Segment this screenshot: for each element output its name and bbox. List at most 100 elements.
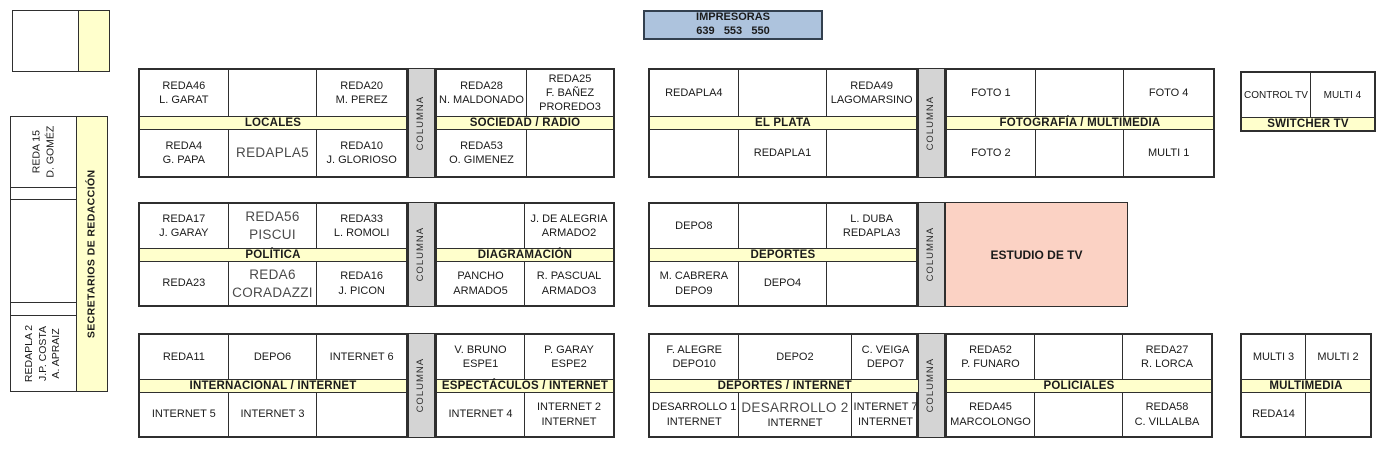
secretarios-desks: REDA 15 D. GOMÉZ REDAPLA 2 J.P. COSTA A.…: [11, 117, 76, 391]
desk-label: MULTI 4: [1323, 89, 1362, 101]
desk-label: INTERNET: [767, 417, 823, 430]
desk-label: REDA20: [340, 79, 384, 92]
desk-label: INTERNET: [858, 415, 913, 428]
desk-label: REDA33: [340, 212, 384, 225]
desk-label: REDA 15 D. GOMÉZ: [29, 126, 56, 178]
desk-label: C. VEIGA: [861, 343, 910, 356]
desk-label: M. PEREZ: [335, 94, 388, 106]
desk-cell: FOTO 1: [947, 70, 1036, 116]
desk-cell: FOTO 4: [1124, 70, 1213, 116]
desk-cell: REDAPLA 2 J.P. COSTA A. APRAIZ: [11, 315, 76, 391]
desk-cell: REDA14: [1242, 393, 1306, 436]
desk-label: REDAPLA3: [842, 227, 901, 239]
section-header: POLICIALES: [947, 379, 1211, 393]
desk-label: REDA16: [340, 270, 384, 283]
desk-label: REDA52: [969, 343, 1012, 356]
desk-label: REDA17: [162, 212, 206, 225]
columna-pillar: COLUMNA: [918, 202, 945, 307]
desk-label: INTERNET: [541, 415, 597, 428]
desk-label: DEPO7: [866, 358, 905, 370]
desk-label: INTERNET: [666, 415, 722, 428]
desk-cell: DEPO6: [229, 335, 318, 379]
section-header: MULTIMEDIA: [1242, 379, 1370, 393]
desk-label: REDA28: [460, 79, 503, 92]
desk-cell: [1035, 393, 1123, 436]
columna-pillar: COLUMNA: [408, 68, 435, 178]
desk-cell: MULTI 2: [1306, 335, 1370, 379]
corner-box-yellow-strip: [78, 11, 109, 71]
desk-label: DESARROLLO 1: [652, 401, 737, 414]
columna-label: COLUMNA: [415, 95, 427, 151]
desk-cell: MULTI 4: [1311, 73, 1374, 117]
desk-label: DEPO8: [675, 219, 713, 232]
desk-label: R. LORCA: [1141, 358, 1193, 370]
desk-label: INTERNET 7: [853, 401, 918, 414]
desk-label: REDA53: [460, 139, 503, 152]
desk-label: MULTI 3: [1252, 350, 1295, 363]
columna-pillar: COLUMNA: [918, 333, 945, 438]
desk-label: REDAPLA 2 J.P. COSTA A. APRAIZ: [23, 324, 63, 383]
desk-label: INTERNET 2: [537, 401, 601, 414]
desk-label: REDA49: [850, 79, 894, 92]
desk-label: INTERNET 3: [240, 408, 305, 421]
desk-label: PROREDO3: [539, 101, 601, 114]
desk-label: P. FUNARO: [961, 358, 1020, 370]
columna-pillar: COLUMNA: [918, 68, 945, 178]
desk-label: ARMADO5: [453, 284, 508, 297]
desk-cell: [1036, 70, 1125, 116]
desk-cell: REDAPLA5: [229, 130, 318, 176]
desk-label: REDA6: [249, 266, 296, 282]
impresoras-title: IMPRESORAS: [696, 11, 770, 24]
section-header: DIAGRAMACIÓN: [437, 248, 613, 262]
desk-cell: REDA 15 D. GOMÉZ: [11, 117, 76, 187]
section-header: INTERNACIONAL / INTERNET: [140, 379, 406, 393]
desk-cell: REDA52 P. FUNARO: [947, 335, 1035, 379]
desk-label: ESPE1: [462, 358, 499, 370]
secretarios-strip: SECRETARIOS DE REDACCIÓN: [76, 117, 107, 391]
columna-label: COLUMNA: [925, 95, 937, 151]
desk-cell: REDAPLA1: [739, 130, 828, 176]
section-header: SOCIEDAD / RADIO: [437, 116, 613, 130]
secretarios-panel: REDA 15 D. GOMÉZ REDAPLA 2 J.P. COSTA A.…: [10, 116, 108, 392]
desk-label: REDA45: [969, 401, 1012, 414]
desk-label: DEPO6: [253, 350, 292, 363]
desk-label: V. BRUNO: [454, 343, 507, 356]
desk-label: REDA14: [1252, 408, 1295, 421]
desk-cell: [650, 130, 739, 176]
desk-label: N. MALDONADO: [439, 94, 524, 106]
desk-cell: REDAPLA4: [650, 70, 739, 116]
desk-label: FOTO 1: [971, 86, 1011, 99]
desk-cell: REDA11: [140, 335, 229, 379]
desk-label: MULTI 1: [1147, 146, 1190, 159]
desk-label: R. PASCUAL: [536, 270, 602, 283]
desk-label: REDA56: [245, 209, 300, 225]
desk-cell: REDA20 M. PEREZ: [317, 70, 406, 116]
desk-cell: [1035, 335, 1123, 379]
desk-cell: [739, 204, 828, 248]
desk-label: O. GIMENEZ: [449, 154, 514, 166]
desk-label: REDAPLA4: [665, 86, 723, 99]
columna-pillar: COLUMNA: [408, 202, 435, 307]
section-header: LOCALES: [140, 116, 406, 130]
desk-label: CORADAZZI: [232, 284, 313, 300]
columna-label: COLUMNA: [415, 358, 427, 413]
desk-label: L. ROMOLI: [333, 227, 390, 239]
desk-label: REDA4: [165, 139, 203, 152]
desk-label: REDA11: [162, 350, 205, 363]
desk-label: INTERNET 5: [151, 408, 216, 421]
desk-label: L. GARAT: [159, 94, 209, 106]
